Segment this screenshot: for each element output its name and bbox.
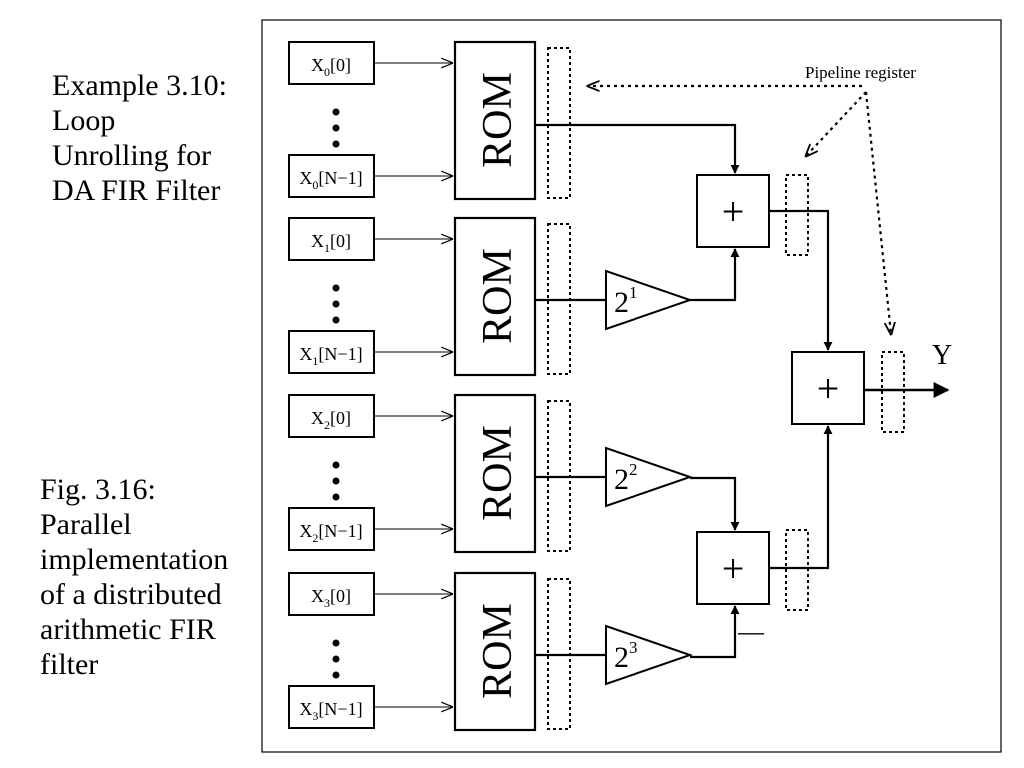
input-register	[288, 154, 375, 198]
gain-label: 23	[614, 638, 638, 674]
pipeline-register	[785, 529, 809, 611]
input-label: X0[0]	[311, 55, 351, 79]
input-label: X1[N−1]	[299, 344, 362, 368]
gain-label: 21	[614, 283, 638, 319]
output-label: Y	[932, 340, 952, 371]
ellipsis-dot	[332, 108, 340, 116]
figure-frame	[261, 19, 1002, 753]
rom-label: ROM	[475, 72, 521, 168]
title-line: Unrolling for	[52, 139, 212, 172]
pipeline-register	[785, 174, 809, 256]
pipeline-pointers	[588, 86, 891, 334]
rom-block	[453, 393, 537, 554]
rom-block	[453, 40, 537, 201]
caption-line: filter	[40, 648, 99, 681]
caption-line: arithmetic FIR	[40, 613, 216, 646]
minus-sign: —	[737, 617, 765, 646]
ellipsis-dot	[332, 300, 340, 308]
adder-symbol: +	[817, 366, 840, 411]
input-label: X3[N−1]	[299, 699, 362, 723]
gain-triangle	[605, 624, 694, 686]
adder-symbol: +	[722, 189, 745, 234]
input-register	[288, 330, 375, 374]
input-label: X3[0]	[311, 586, 351, 610]
example-title: Example 3.10: Loop Unrolling for DA FIR …	[52, 68, 227, 208]
input-label: X1[0]	[311, 231, 351, 255]
ellipsis-dot	[332, 477, 340, 485]
pipeline-register	[881, 351, 905, 433]
adder-final: +	[791, 351, 865, 425]
rom-label: ROM	[475, 603, 521, 699]
input-register	[288, 394, 375, 438]
ellipsis-dot	[332, 461, 340, 469]
rom-label: ROM	[475, 248, 521, 344]
input-label: X2[0]	[311, 408, 351, 432]
input-label: X2[N−1]	[299, 521, 362, 545]
input-register	[288, 572, 375, 616]
caption-line: of a distributed	[40, 578, 222, 611]
caption-line: Fig. 3.16:	[40, 473, 156, 506]
input-register	[288, 217, 375, 261]
input-label: X0[N−1]	[299, 168, 362, 192]
rom-block	[453, 216, 537, 377]
ellipsis-dot	[332, 655, 340, 663]
adder-top: +	[696, 174, 770, 248]
adder-bottom: +	[696, 531, 770, 605]
rom-block	[453, 571, 537, 732]
pipeline-register	[547, 47, 571, 199]
pipeline-register-label: Pipeline register	[805, 63, 916, 82]
gain-triangle	[605, 269, 694, 331]
input-register	[288, 507, 375, 551]
adder-symbol: +	[722, 546, 745, 591]
rom-label: ROM	[475, 425, 521, 521]
ellipsis-dot	[332, 639, 340, 647]
ellipsis-dot	[332, 671, 340, 679]
title-line: DA FIR Filter	[52, 174, 221, 207]
gain-label: 22	[614, 460, 638, 496]
caption-line: implementation	[40, 543, 229, 576]
title-line: Loop	[52, 104, 116, 137]
ellipsis-dot	[332, 124, 340, 132]
caption-line: Parallel	[40, 508, 132, 541]
figure-caption: Fig. 3.16: Parallel implementation of a …	[40, 472, 228, 682]
ellipsis-dot	[332, 316, 340, 324]
ellipsis-dot	[332, 284, 340, 292]
title-line: Example 3.10:	[52, 69, 227, 102]
ellipsis-dot	[332, 140, 340, 148]
input-register	[288, 685, 375, 729]
datapath-wires	[535, 123, 833, 659]
gain-triangle	[605, 446, 694, 508]
ellipsis-dot	[332, 493, 340, 501]
